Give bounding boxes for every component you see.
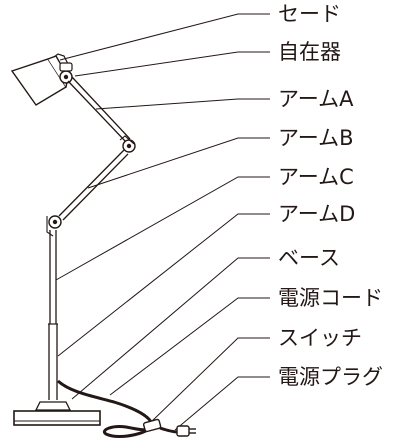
label-switch: スイッチ	[278, 326, 362, 350]
leader-power-cord	[109, 297, 270, 396]
leader-arm-d	[57, 213, 270, 357]
leader-arm-b	[87, 137, 270, 189]
label-arm-c: アームC	[278, 165, 354, 189]
label-arm-b: アームB	[278, 126, 354, 150]
label-power-cord: 電源コード	[278, 286, 383, 310]
joint-part	[59, 62, 73, 84]
joint-ab	[119, 135, 136, 153]
leader-shade	[59, 13, 270, 61]
arm-c-part	[48, 230, 58, 325]
arm-b-part	[58, 149, 129, 221]
label-arm-d: アームD	[278, 202, 356, 226]
power-cord-part	[56, 379, 154, 439]
shade-part	[10, 53, 69, 106]
leader-switch	[149, 337, 270, 424]
lamp-illustration	[10, 53, 196, 439]
switch-part	[142, 418, 162, 433]
leader-arm-a	[95, 98, 270, 110]
leader-lines	[55, 13, 270, 431]
leader-joint	[74, 51, 270, 77]
label-power-plug: 電源プラグ	[278, 365, 383, 389]
label-base: ベース	[278, 246, 340, 270]
label-arm-a: アームA	[278, 87, 354, 111]
leader-power-plug	[174, 376, 270, 431]
leader-base	[71, 257, 270, 400]
leader-arm-c	[55, 176, 270, 281]
label-shade: セード	[278, 2, 341, 26]
base-part	[13, 401, 101, 426]
label-joint: 自在器	[278, 40, 341, 64]
power-plug-part	[176, 425, 196, 437]
arm-d-part	[48, 324, 58, 400]
joint-bc	[46, 215, 62, 237]
arm-a-part	[67, 76, 131, 143]
